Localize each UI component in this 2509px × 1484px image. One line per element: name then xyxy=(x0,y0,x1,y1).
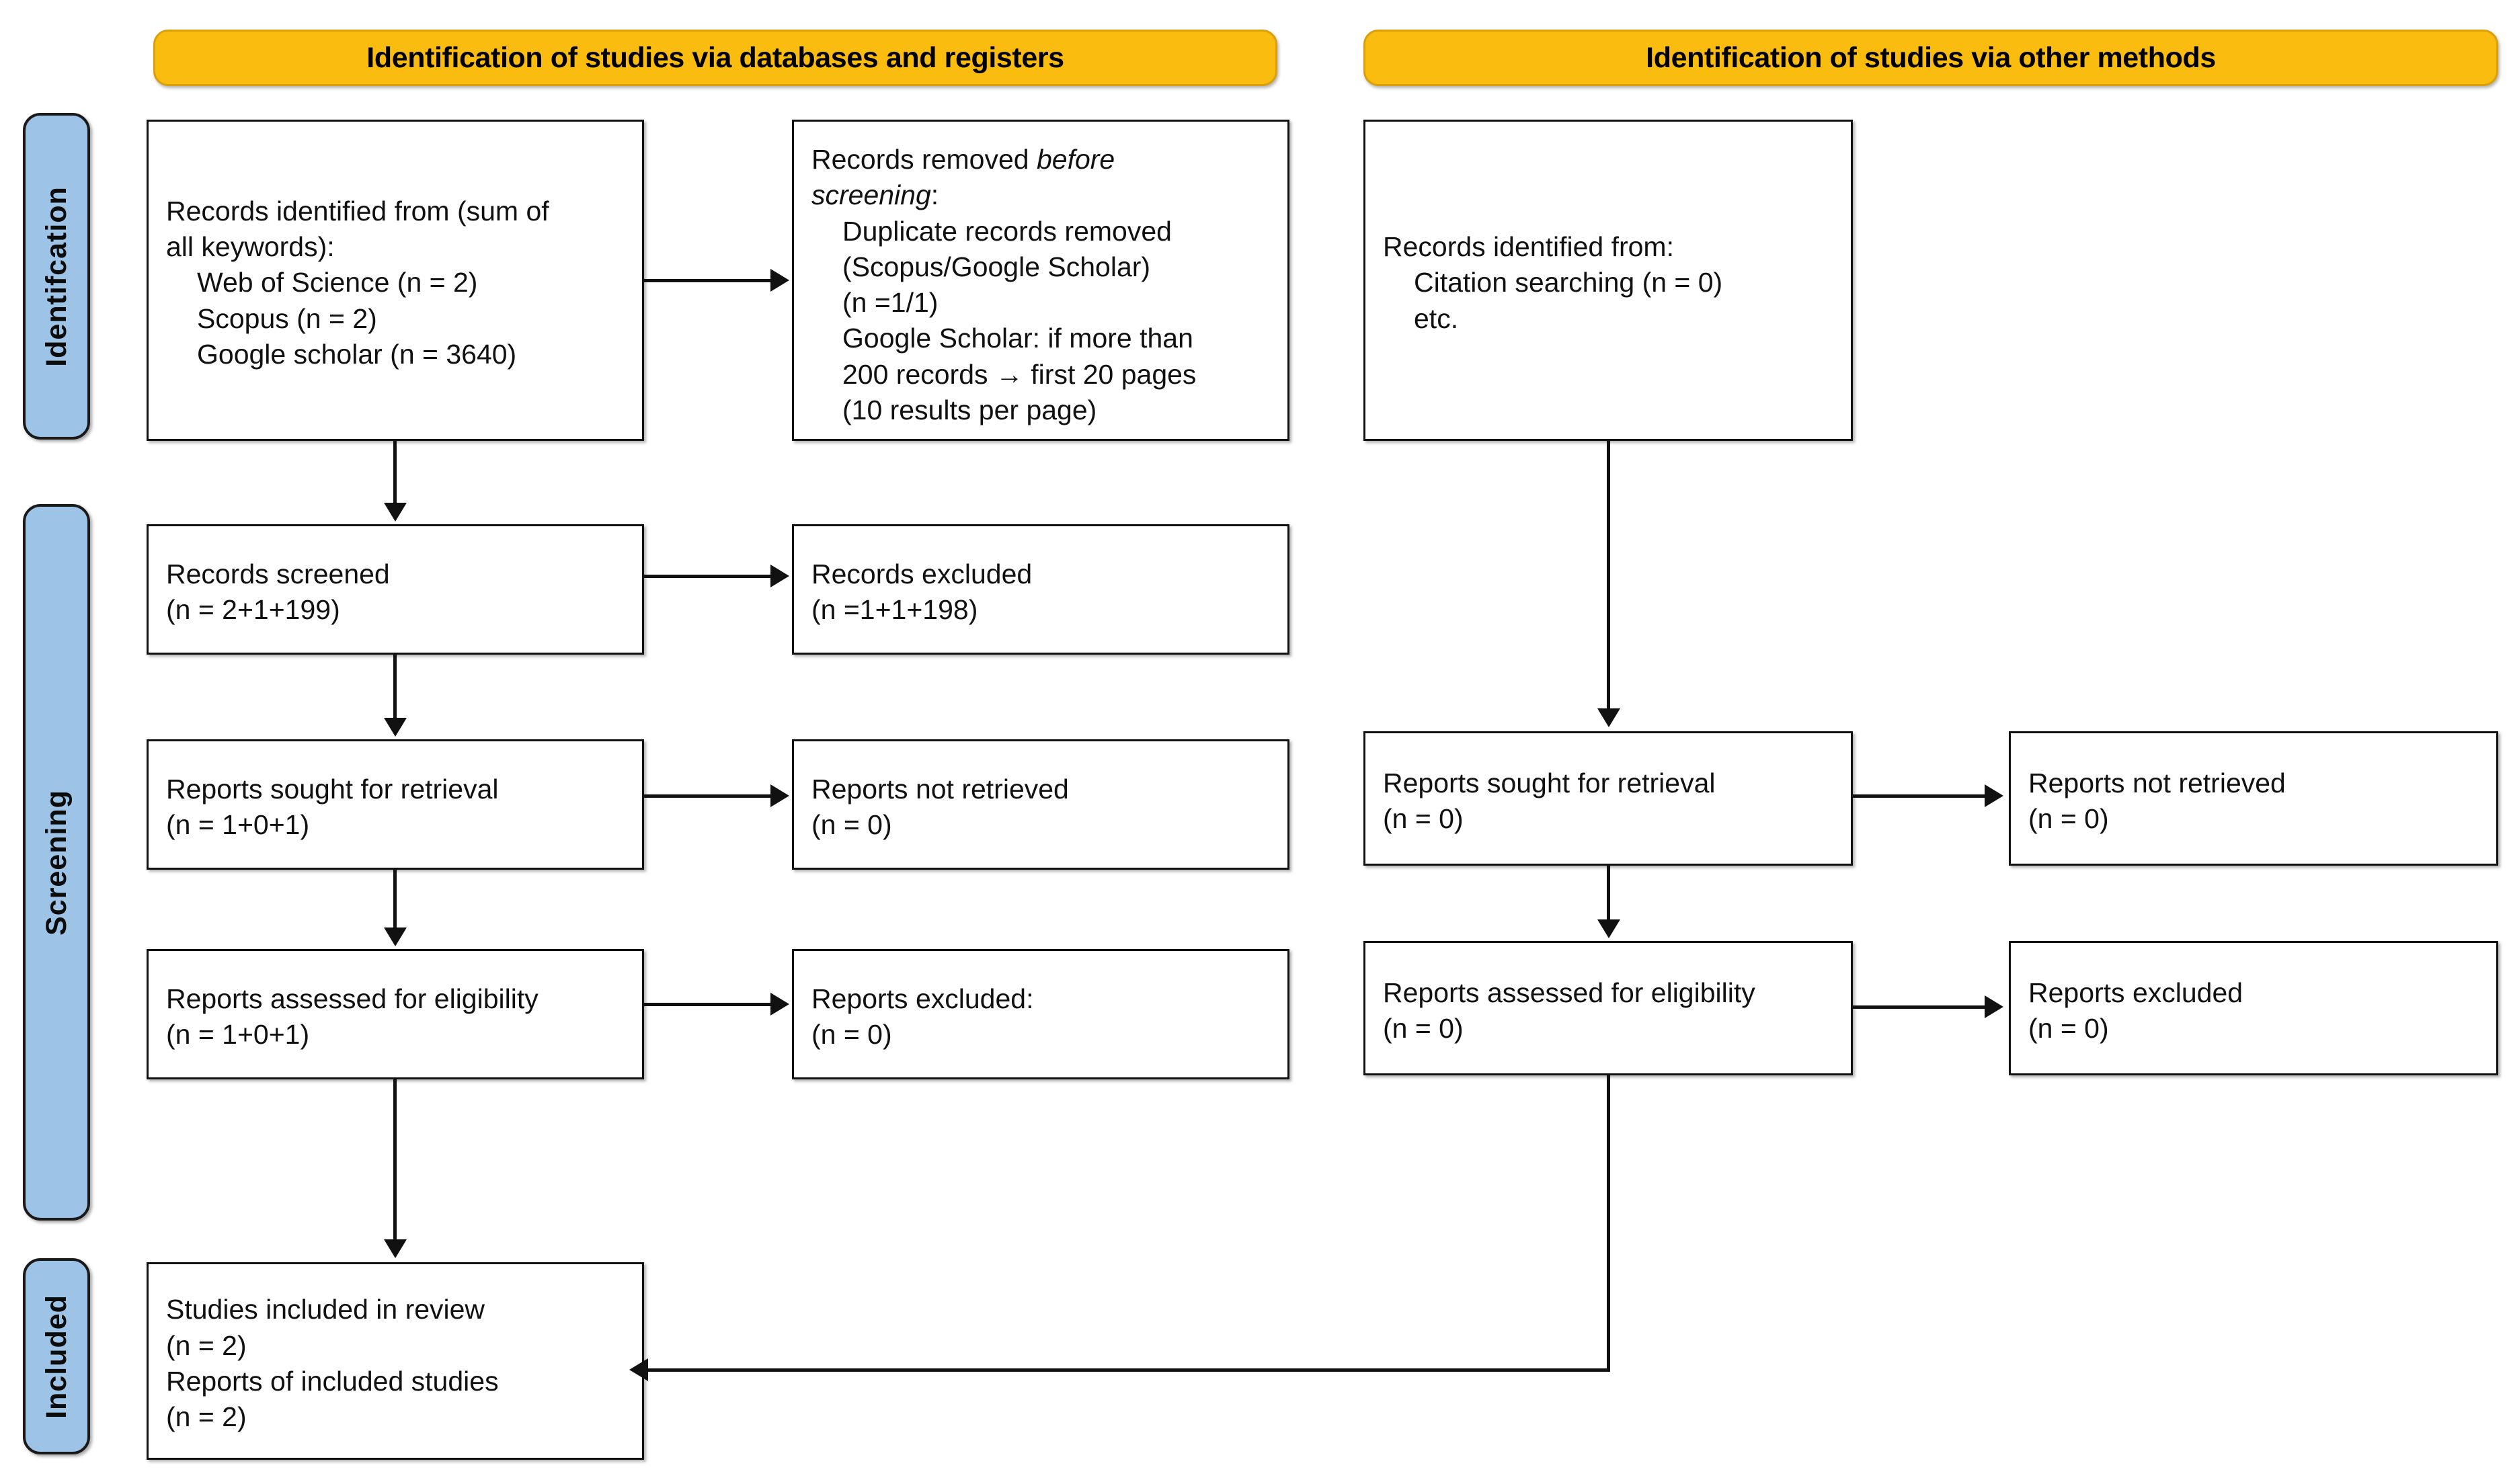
connector-sought-to-not-retrieved-left xyxy=(644,794,772,798)
reports-not-retrieved-right-line-2: (n = 0) xyxy=(2028,803,2109,834)
arrowhead-identified-to-removed xyxy=(770,269,789,292)
connector-right-to-studies-included xyxy=(647,1368,1610,1372)
records-identified-line-1: Records identified from (sum of xyxy=(166,195,549,226)
box-reports-not-retrieved-right: Reports not retrieved (n = 0) xyxy=(2009,731,2498,866)
records-removed-line-7: 200 records → first 20 pages xyxy=(842,358,1197,390)
connector-sought-to-assessed-left xyxy=(393,870,397,929)
banner-other-methods-label: Identification of studies via other meth… xyxy=(1646,41,2216,74)
banner-databases-registers-label: Identification of studies via databases … xyxy=(366,41,1064,74)
box-reports-assessed-eligibility-right: Reports assessed for eligibility (n = 0) xyxy=(1363,941,1853,1075)
studies-included-line-2: (n = 2) xyxy=(166,1329,247,1361)
stage-label-included: Included xyxy=(23,1258,90,1454)
reports-excluded-right-line-1: Reports excluded xyxy=(2028,977,2243,1008)
arrowhead-assessed-to-excluded-left xyxy=(770,993,789,1016)
records-identified-line-5: Google scholar (n = 3640) xyxy=(197,338,517,370)
reports-sought-right-line-1: Reports sought for retrieval xyxy=(1383,767,1716,798)
reports-sought-left-line-1: Reports sought for retrieval xyxy=(166,773,499,805)
records-identified-line-4: Scopus (n = 2) xyxy=(197,302,377,334)
box-records-identified-other-methods: Records identified from: Citation search… xyxy=(1363,120,1853,441)
connector-other-identified-to-sought-right xyxy=(1607,441,1610,710)
connector-identified-to-removed xyxy=(644,279,772,282)
records-removed-line-3: Duplicate records removed xyxy=(842,215,1172,247)
records-screened-line-1: Records screened xyxy=(166,558,390,589)
records-identified-other-line-2: Citation searching (n = 0) xyxy=(1414,267,1723,298)
reports-assessed-right-line-2: (n = 0) xyxy=(1383,1013,1464,1044)
records-excluded-line-1: Records excluded xyxy=(811,558,1033,589)
records-removed-line-4: (Scopus/Google Scholar) xyxy=(842,251,1151,282)
records-removed-line-6: Google Scholar: if more than xyxy=(842,323,1193,354)
arrowhead-assessed-to-excluded-right xyxy=(1985,995,2003,1018)
arrowhead-other-identified-to-sought-right xyxy=(1597,708,1620,727)
connector-screened-to-excluded xyxy=(644,575,772,578)
banner-databases-registers: Identification of studies via databases … xyxy=(153,30,1277,86)
arrowhead-sought-to-assessed-right xyxy=(1597,919,1620,938)
connector-screened-to-sought xyxy=(393,655,397,719)
box-records-identified: Records identified from (sum of all keyw… xyxy=(147,120,644,441)
arrowhead-screened-to-excluded xyxy=(770,565,789,587)
records-removed-line-1: Records removed before xyxy=(811,144,1115,175)
connector-sought-to-assessed-right xyxy=(1607,866,1610,921)
reports-excluded-left-line-1: Reports excluded: xyxy=(811,983,1034,1014)
connector-identified-to-screened xyxy=(393,441,397,504)
reports-sought-right-line-2: (n = 0) xyxy=(1383,803,1464,834)
box-reports-excluded-right: Reports excluded (n = 0) xyxy=(2009,941,2498,1075)
records-excluded-line-2: (n =1+1+198) xyxy=(811,594,978,625)
stage-label-screening: Screening xyxy=(23,504,90,1221)
connector-right-assessed-down xyxy=(1607,1075,1610,1371)
records-identified-line-3: Web of Science (n = 2) xyxy=(197,267,478,298)
arrowhead-sought-to-assessed-left xyxy=(384,928,407,946)
reports-assessed-left-line-2: (n = 1+0+1) xyxy=(166,1019,310,1050)
box-reports-not-retrieved-left: Reports not retrieved (n = 0) xyxy=(792,739,1289,870)
arrowhead-screened-to-sought xyxy=(384,718,407,737)
records-removed-line-8: (10 results per page) xyxy=(842,395,1097,426)
reports-assessed-left-line-1: Reports assessed for eligibility xyxy=(166,983,539,1014)
studies-included-line-4: (n = 2) xyxy=(166,1401,247,1433)
connector-assessed-to-excluded-left xyxy=(644,1003,772,1006)
studies-included-line-3: Reports of included studies xyxy=(166,1366,499,1397)
box-studies-included: Studies included in review (n = 2) Repor… xyxy=(147,1262,644,1460)
reports-assessed-right-line-1: Reports assessed for eligibility xyxy=(1383,977,1755,1008)
connector-assessed-to-excluded-right xyxy=(1853,1005,1986,1009)
records-identified-other-line-3: etc. xyxy=(1414,302,1459,334)
arrowhead-assessed-to-included xyxy=(384,1239,407,1258)
reports-not-retrieved-right-line-1: Reports not retrieved xyxy=(2028,767,2286,798)
stage-label-identification: Identifcation xyxy=(23,113,90,440)
reports-excluded-right-line-2: (n = 0) xyxy=(2028,1013,2109,1044)
records-identified-other-line-1: Records identified from: xyxy=(1383,231,1674,263)
records-removed-line-5: (n =1/1) xyxy=(842,287,939,319)
records-identified-line-2: all keywords): xyxy=(166,231,335,263)
arrowhead-identified-to-screened xyxy=(384,503,407,522)
stage-label-screening-text: Screening xyxy=(40,789,73,936)
reports-sought-left-line-2: (n = 1+0+1) xyxy=(166,809,310,840)
records-screened-line-2: (n = 2+1+199) xyxy=(166,594,340,625)
records-removed-line-2: screening: xyxy=(811,179,939,211)
arrowhead-sought-to-not-retrieved-right xyxy=(1985,784,2003,807)
stage-label-identification-text: Identifcation xyxy=(40,186,73,367)
box-reports-excluded-left: Reports excluded: (n = 0) xyxy=(792,949,1289,1079)
box-records-removed-before-screening: Records removed before screening: Duplic… xyxy=(792,120,1289,441)
connector-assessed-to-included xyxy=(393,1079,397,1241)
box-reports-sought-retrieval-right: Reports sought for retrieval (n = 0) xyxy=(1363,731,1853,866)
box-records-excluded: Records excluded (n =1+1+198) xyxy=(792,524,1289,655)
arrowhead-sought-to-not-retrieved-left xyxy=(770,784,789,807)
reports-excluded-left-line-2: (n = 0) xyxy=(811,1019,892,1050)
banner-other-methods: Identification of studies via other meth… xyxy=(1363,30,2498,86)
studies-included-line-1: Studies included in review xyxy=(166,1294,485,1325)
box-records-screened: Records screened (n = 2+1+199) xyxy=(147,524,644,655)
box-reports-assessed-eligibility-left: Reports assessed for eligibility (n = 1+… xyxy=(147,949,644,1079)
box-reports-sought-retrieval-left: Reports sought for retrieval (n = 1+0+1) xyxy=(147,739,644,870)
reports-not-retrieved-left-line-1: Reports not retrieved xyxy=(811,773,1069,805)
stage-label-included-text: Included xyxy=(40,1294,73,1419)
connector-sought-to-not-retrieved-right xyxy=(1853,794,1986,798)
reports-not-retrieved-left-line-2: (n = 0) xyxy=(811,809,892,840)
arrowhead-right-to-studies-included xyxy=(629,1358,648,1381)
